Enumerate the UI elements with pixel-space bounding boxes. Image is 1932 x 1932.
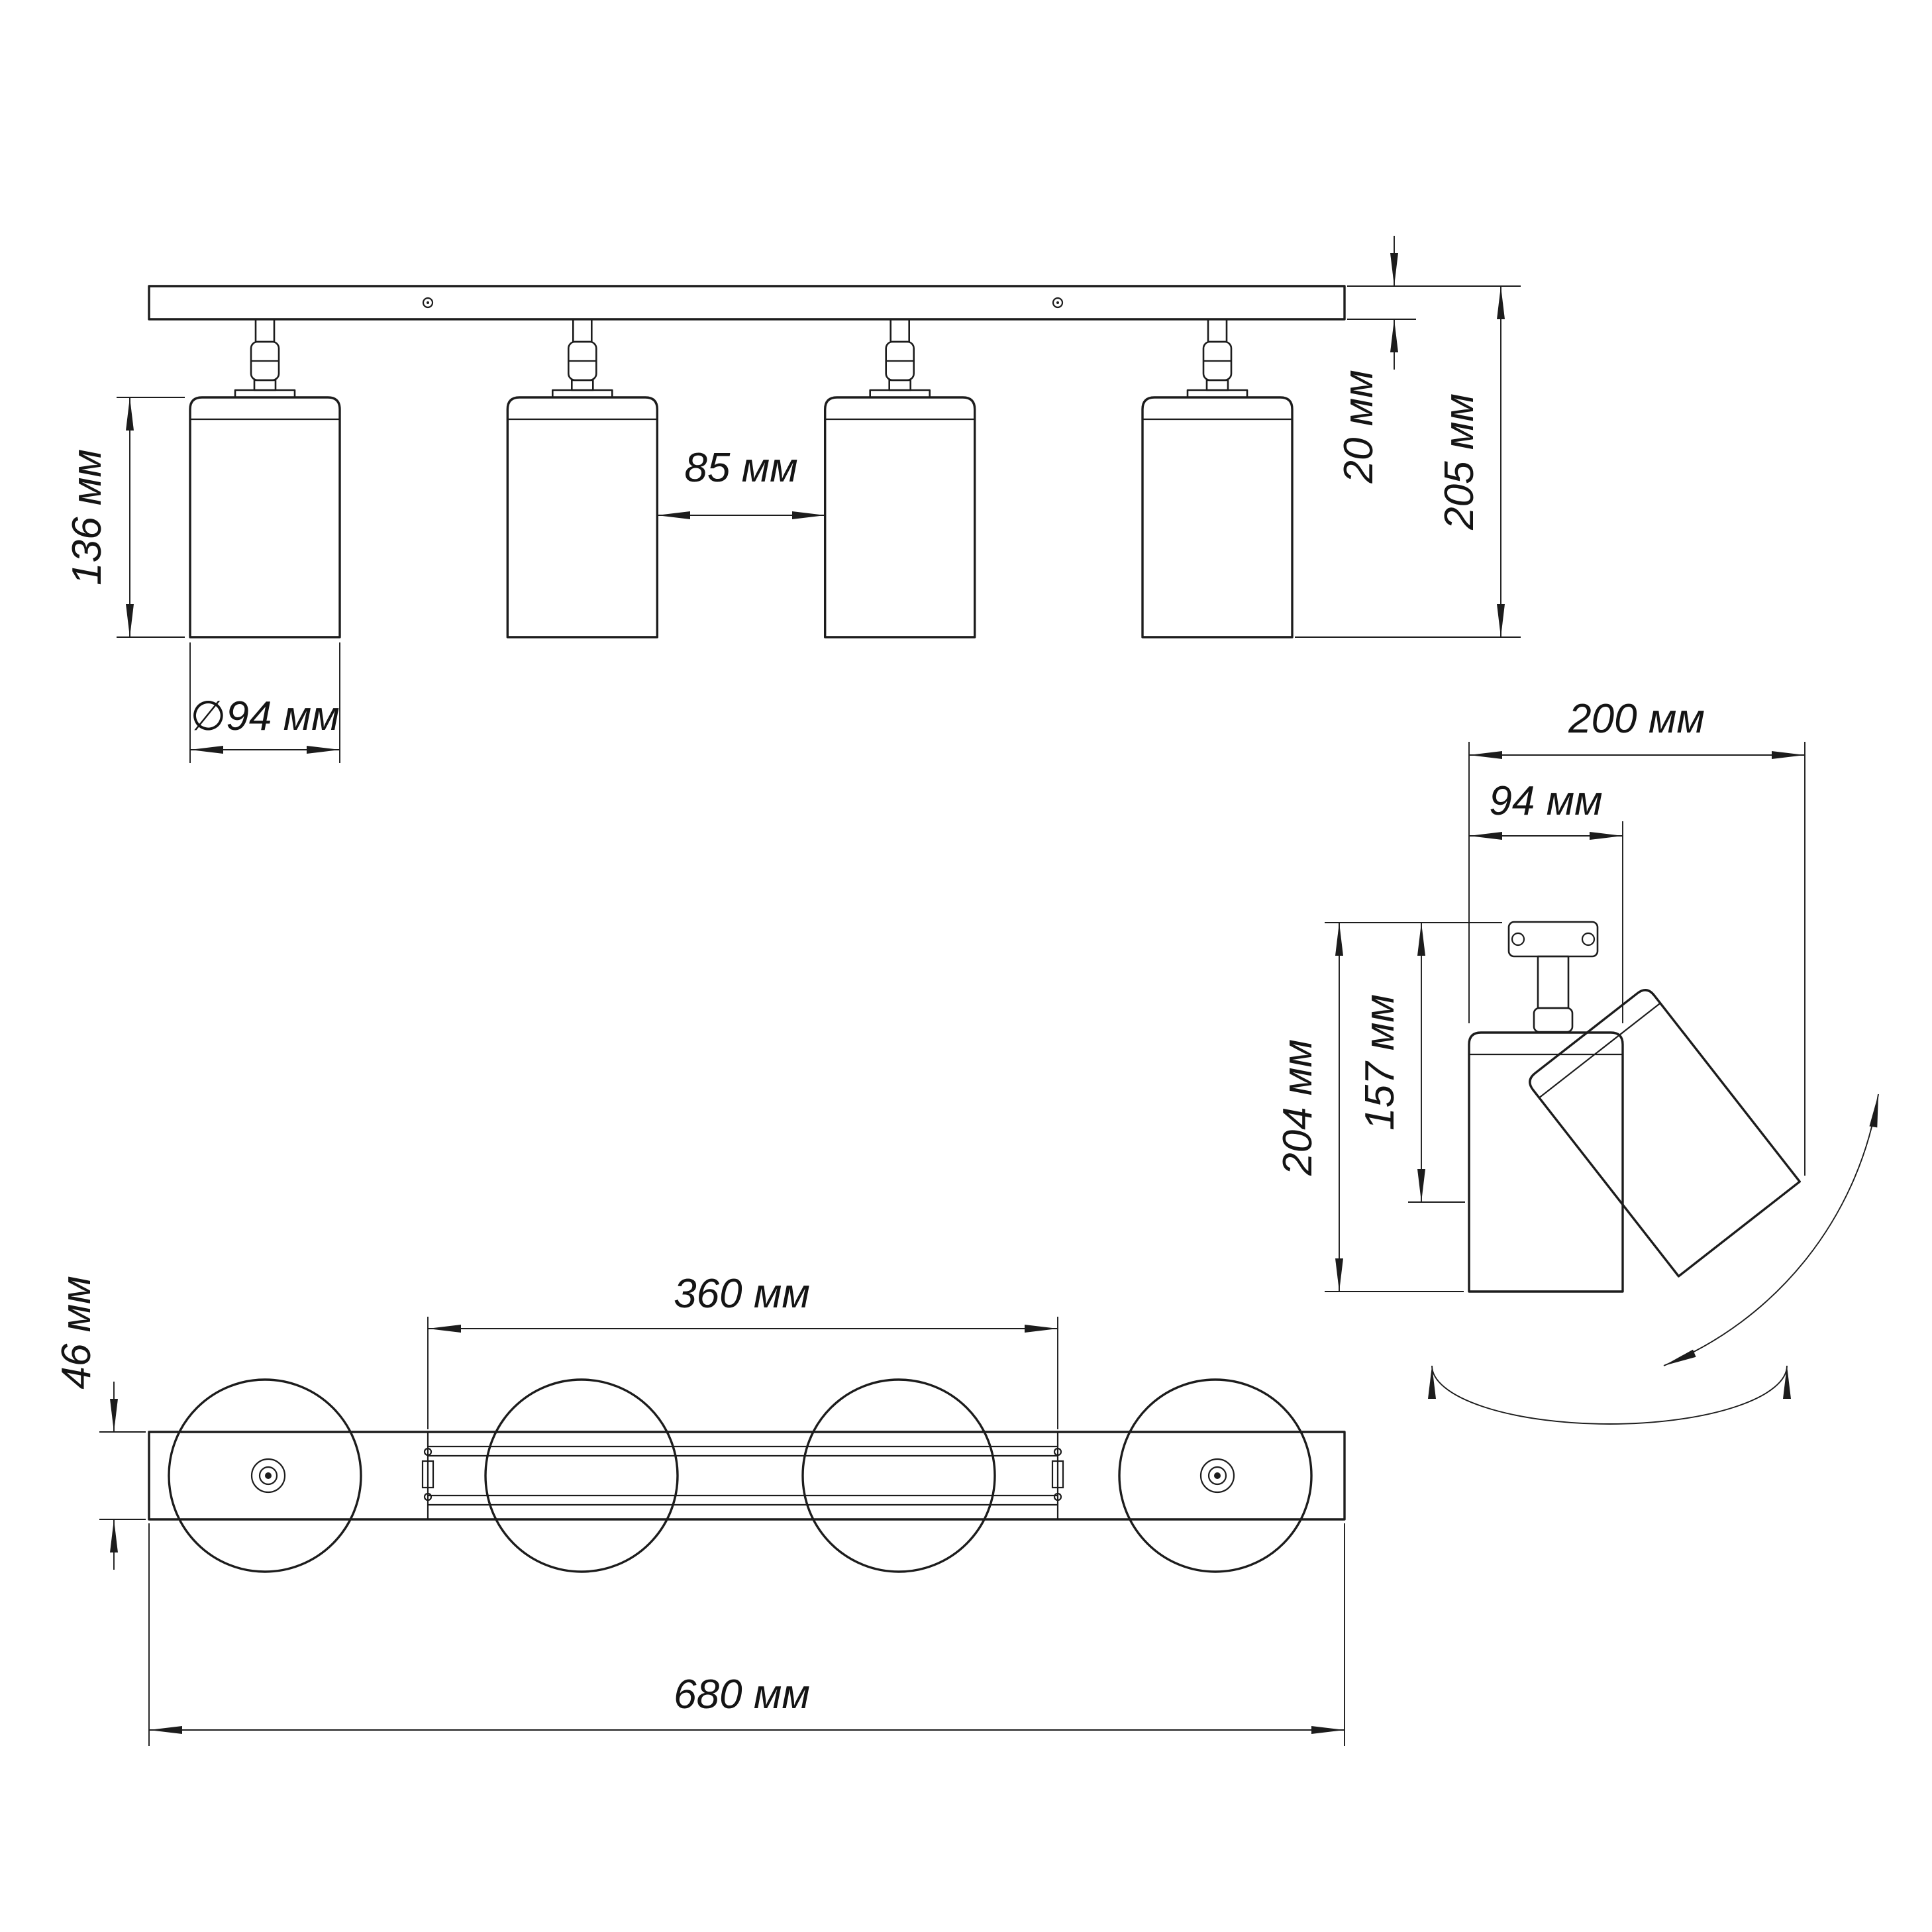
dim-label-detail-overall-width: 200 мм	[1568, 696, 1705, 742]
swivel-stem	[1537, 955, 1570, 1009]
shade-tilted-outline	[1529, 989, 1801, 1278]
connector-slot-right	[1051, 1460, 1064, 1489]
spin-rotation-arrow	[1428, 1365, 1791, 1425]
connector-slot-left	[421, 1460, 434, 1489]
plan-view-dimensions: 360 мм 680 мм 46 мм	[54, 1271, 1345, 1746]
plan-view	[148, 1378, 1346, 1573]
detail-view	[1428, 921, 1879, 1425]
bracket-pin-left	[1511, 932, 1525, 946]
dim-shade-height: 136 мм	[64, 397, 185, 638]
shade-circle-4	[1118, 1378, 1313, 1573]
plan-bar	[148, 1431, 1346, 1521]
dim-detail-shade-width: 94 мм	[1469, 778, 1623, 1023]
spot-3	[823, 318, 976, 638]
dim-canopy-thickness: 20 мм	[1336, 236, 1416, 484]
front-view	[148, 285, 1346, 638]
dim-overall-height: 205 мм	[1295, 285, 1521, 638]
dim-mount-spacing: 360 мм	[427, 1271, 1058, 1429]
dim-label-mount-spacing: 360 мм	[674, 1271, 810, 1317]
dim-label-bar-width: 46 мм	[54, 1276, 99, 1389]
canopy-hole-left	[422, 297, 434, 309]
dim-label-overall-length: 680 мм	[674, 1672, 810, 1717]
dim-label-canopy-thickness: 20 мм	[1336, 370, 1382, 483]
shade-tilted	[1529, 989, 1801, 1278]
mount-screw-right	[1199, 1458, 1235, 1494]
connector-hole	[423, 1492, 432, 1501]
dim-detail-overall-width: 200 мм	[1468, 696, 1805, 1176]
dim-label-shade-diameter: ∅94 мм	[190, 693, 339, 739]
mount-screw-right-inner	[1207, 1466, 1227, 1486]
mount-screw-left-inner	[258, 1466, 278, 1486]
dim-overall-length: 680 мм	[148, 1523, 1345, 1746]
front-view-dimensions: 136 мм ∅94 мм 85 мм 20 мм 205 мм	[64, 236, 1521, 763]
mount-screw-left-dot	[265, 1472, 272, 1479]
dim-label-shade-gap: 85 мм	[684, 445, 797, 491]
connector-hole	[423, 1447, 432, 1456]
canopy-hole-right	[1052, 297, 1064, 309]
mount-screw-left	[250, 1458, 286, 1494]
shade-circle-3	[801, 1378, 996, 1573]
shade-tilted-rim	[1539, 1002, 1661, 1099]
detail-view-dimensions: 200 мм 94 мм 204 мм 157 мм	[1275, 696, 1805, 1292]
connector-hole	[1053, 1447, 1062, 1456]
mount-bracket	[1507, 921, 1599, 958]
spot-1	[189, 318, 341, 638]
swivel-knuckle	[1533, 1007, 1574, 1033]
dim-label-detail-pivot-height: 157 мм	[1357, 994, 1403, 1131]
canopy-hole-left-dot	[427, 301, 429, 304]
dim-detail-overall-height: 204 мм	[1275, 922, 1502, 1292]
canopy-bar	[148, 285, 1346, 321]
dim-label-detail-shade-width: 94 мм	[1489, 778, 1602, 824]
dim-bar-width: 46 мм	[54, 1276, 146, 1570]
canopy-hole-right-dot	[1056, 301, 1059, 304]
dim-label-overall-height: 205 мм	[1437, 393, 1482, 531]
shade-straight-outline	[1468, 1031, 1624, 1293]
mount-screw-right-dot	[1214, 1472, 1221, 1479]
spot-2	[506, 318, 658, 638]
bracket-pin-right	[1581, 932, 1596, 946]
dim-label-shade-height: 136 мм	[64, 449, 110, 585]
tilt-rotation-arrow	[1663, 1093, 1879, 1366]
dim-shade-diameter: ∅94 мм	[189, 642, 340, 763]
spot-4	[1141, 318, 1294, 638]
dim-label-detail-overall-height: 204 мм	[1275, 1039, 1321, 1176]
shade-circle-1	[168, 1378, 362, 1573]
shade-circle-2	[484, 1378, 679, 1573]
connector-hole	[1053, 1492, 1062, 1501]
dim-shade-gap: 85 мм	[657, 445, 825, 519]
dim-detail-pivot-height: 157 мм	[1357, 923, 1465, 1203]
